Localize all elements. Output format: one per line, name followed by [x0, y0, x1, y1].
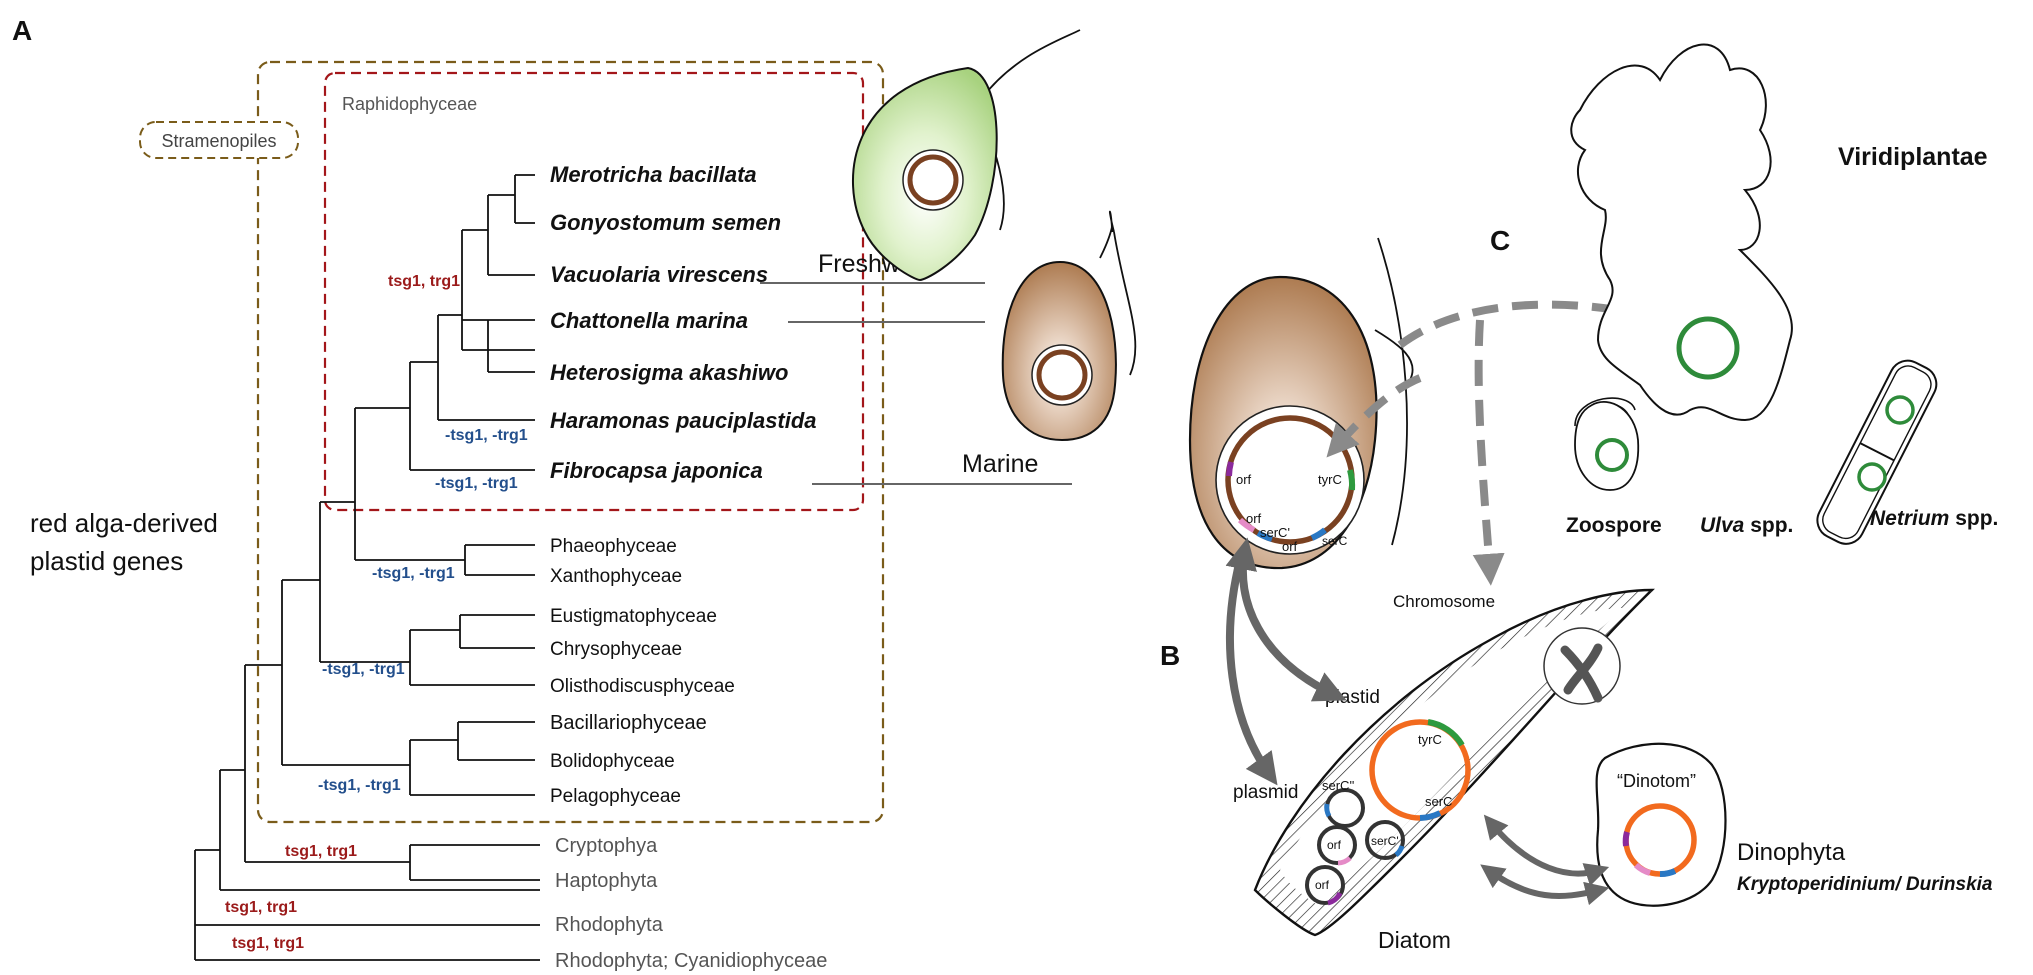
gene-gain-cryptophya: tsg1, trg1: [285, 843, 357, 860]
phylogenetic-tree: [194, 174, 540, 926]
diatom-cell: tyrC serC serC'' serC' orf orf: [1253, 588, 1655, 937]
diatom-label: Diatom: [1378, 927, 1451, 953]
stramenopiles-label: Stramenopiles: [161, 131, 276, 151]
transfer-arrows: [1225, 537, 1610, 906]
taxon-heterosigma: Heterosigma akashiwo: [550, 360, 788, 385]
gene-loss-haramonas: -tsg1, -trg1: [445, 427, 528, 444]
dinotom-label: “Dinotom”: [1617, 771, 1696, 791]
taxon-cryptophya: Cryptophya: [555, 835, 658, 857]
taxon-gonyostomum: Gonyostomum semen: [550, 210, 781, 235]
zoospore: [1574, 397, 1640, 491]
plasmid-label: plasmid: [1233, 782, 1298, 803]
taxon-haptophyta: Haptophyta: [555, 870, 658, 892]
taxon-chrysophyceae: Chrysophyceae: [550, 639, 682, 660]
taxon-vacuolaria: Vacuolaria virescens: [550, 262, 768, 287]
gene-gain-raphidophyceae: tsg1, trg1: [388, 273, 460, 290]
panel-a-label: A: [12, 15, 32, 46]
gene-gain-rhodophyta: tsg1, trg1: [225, 899, 297, 916]
gene-gain-cyanidiophyceae: tsg1, trg1: [232, 935, 304, 952]
raphidophyceae-label: Raphidophyceae: [342, 94, 477, 114]
netrium-label: Netrium spp.: [1870, 507, 1998, 530]
raph-serC1: serC': [1260, 525, 1290, 540]
diatom-serC: serC: [1425, 794, 1452, 809]
dinotom-cell: [1595, 742, 1727, 907]
gene-loss-fibrocapsa: -tsg1, -trg1: [435, 475, 518, 492]
gene-loss-eustigmatophyceae: -tsg1, -trg1: [322, 661, 405, 678]
panel-b-label: B: [1160, 640, 1180, 671]
raph-orf-1: orf: [1236, 472, 1252, 487]
zoospore-label: Zoospore: [1566, 514, 1662, 537]
marine-cell: [1001, 210, 1137, 442]
dinophyta-species: Kryptoperidinium/ Durinskia: [1737, 874, 1993, 895]
taxon-olisthodiscusphyceae: Olisthodiscusphyceae: [550, 676, 735, 697]
viridiplantae-label: Viridiplantae: [1838, 143, 1988, 171]
raph-tyrC: tyrC: [1318, 472, 1342, 487]
taxon-cyanidiophyceae: Rhodophyta; Cyanidiophyceae: [555, 950, 827, 972]
side-label-line1: red alga-derived: [30, 508, 218, 538]
diatom-serC2: serC'': [1322, 778, 1354, 793]
marine-label: Marine: [962, 450, 1038, 478]
diatom-tyrC: tyrC: [1418, 732, 1442, 747]
ulva-label: Ulva spp.: [1700, 514, 1793, 537]
panel-c-label: C: [1490, 225, 1510, 256]
side-label-line2: plastid genes: [30, 546, 183, 576]
stramenopiles-label-box: [139, 121, 299, 159]
dinophyta-label: Dinophyta: [1737, 839, 1846, 866]
diatom-orf-2: orf: [1315, 878, 1330, 892]
raphidophyceae-box: [323, 71, 865, 512]
dashed-transfer-arrows: [1326, 298, 1673, 586]
freshwater-cell: [852, 29, 1081, 282]
taxon-xanthophyceae: Xanthophyceae: [550, 566, 682, 587]
taxon-bacillariophyceae: Bacillariophyceae: [550, 712, 707, 734]
taxon-bolidophyceae: Bolidophyceae: [550, 751, 675, 772]
gene-loss-phaeophyceae: -tsg1, -trg1: [372, 565, 455, 582]
raph-serC: serC: [1322, 534, 1348, 548]
netrium-cell: [1816, 359, 1938, 545]
taxon-fibrocapsa: Fibrocapsa japonica: [550, 458, 763, 483]
ulva-thallus: [1570, 43, 1793, 422]
taxon-eustigmatophyceae: Eustigmatophyceae: [550, 606, 717, 627]
taxon-haramonas: Haramonas pauciplastida: [550, 408, 817, 433]
gene-loss-bacillariophyceae: -tsg1, -trg1: [318, 777, 401, 794]
diatom-serC1: serC': [1371, 834, 1399, 848]
taxon-pelagophyceae: Pelagophyceae: [550, 786, 681, 807]
raph-orf-2: orf: [1246, 511, 1262, 526]
raph-orf-3: orf: [1282, 539, 1298, 554]
taxon-rhodophyta: Rhodophyta: [555, 914, 664, 936]
taxon-chattonella: Chattonella marina: [550, 308, 748, 333]
diatom-orf-1: orf: [1327, 838, 1342, 852]
taxon-merotricha: Merotricha bacillata: [550, 162, 757, 187]
taxon-phaeophyceae: Phaeophyceae: [550, 536, 677, 557]
chromosome-label: Chromosome: [1393, 592, 1495, 611]
